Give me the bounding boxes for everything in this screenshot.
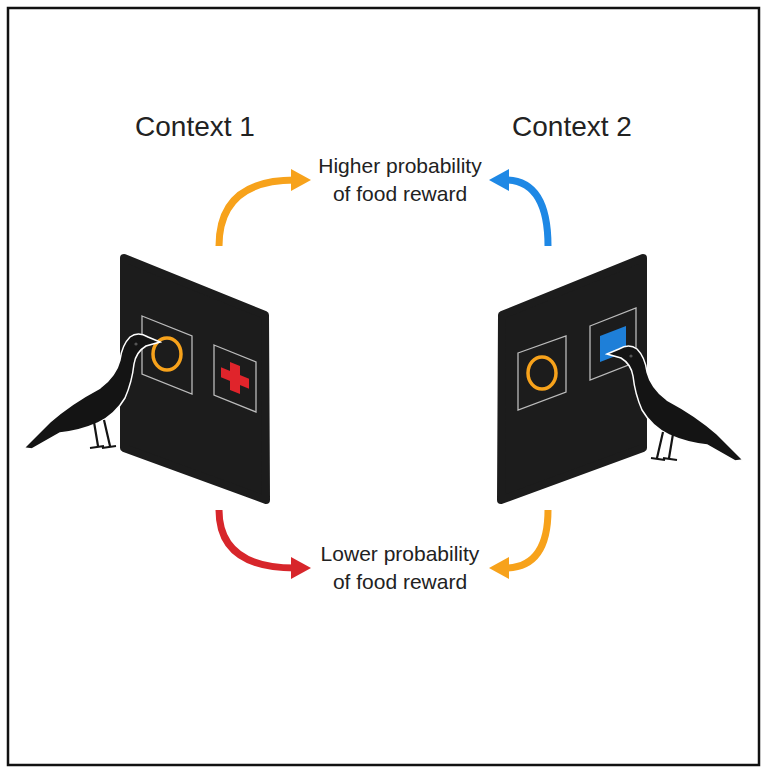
curved-arrow [489, 510, 548, 579]
stimulus-frame [142, 316, 192, 394]
crow-eye [629, 354, 632, 357]
arrow-head [291, 557, 311, 579]
curved-arrow [489, 169, 548, 246]
crow-figure [24, 334, 160, 449]
cross-bar [230, 362, 240, 394]
arrow-shaft [219, 510, 295, 568]
curved-arrow [219, 169, 311, 246]
arrow-shaft [505, 510, 548, 568]
screen-panel [501, 258, 643, 500]
context-panel: Context 2 [492, 250, 652, 508]
stimulus-frame [518, 336, 566, 410]
arrow-head [489, 557, 509, 579]
panel-illustration [115, 250, 275, 508]
crow-eye [134, 342, 137, 345]
arrow-head [489, 169, 509, 191]
panel-illustration [492, 250, 652, 508]
outcome-text: Higher probability of food reward [315, 152, 485, 208]
red-cross [221, 358, 249, 397]
screen-panel [124, 258, 266, 500]
crow-body [607, 346, 743, 461]
context-heading: Context 1 [135, 110, 255, 144]
crow-body [24, 334, 160, 449]
arrow-shaft [219, 180, 295, 246]
border-rect [8, 8, 759, 765]
curved-arrow [219, 510, 311, 579]
context-panel: Context 1 [115, 250, 275, 508]
outcome-text: Lower probability of food reward [315, 540, 485, 596]
crow-figure [607, 346, 743, 461]
crow-legs [90, 420, 116, 448]
stimulus-frame [214, 345, 256, 412]
arrow-shaft [505, 180, 548, 246]
crow-legs [651, 432, 677, 460]
arrow-head [291, 169, 311, 191]
context-heading: Context 2 [512, 110, 632, 144]
outcome-label-box: Lower probability of food reward [315, 540, 485, 596]
orange-circle [528, 357, 556, 389]
outcome-label-box: Higher probability of food reward [315, 152, 485, 208]
stimulus-frame [590, 308, 636, 380]
